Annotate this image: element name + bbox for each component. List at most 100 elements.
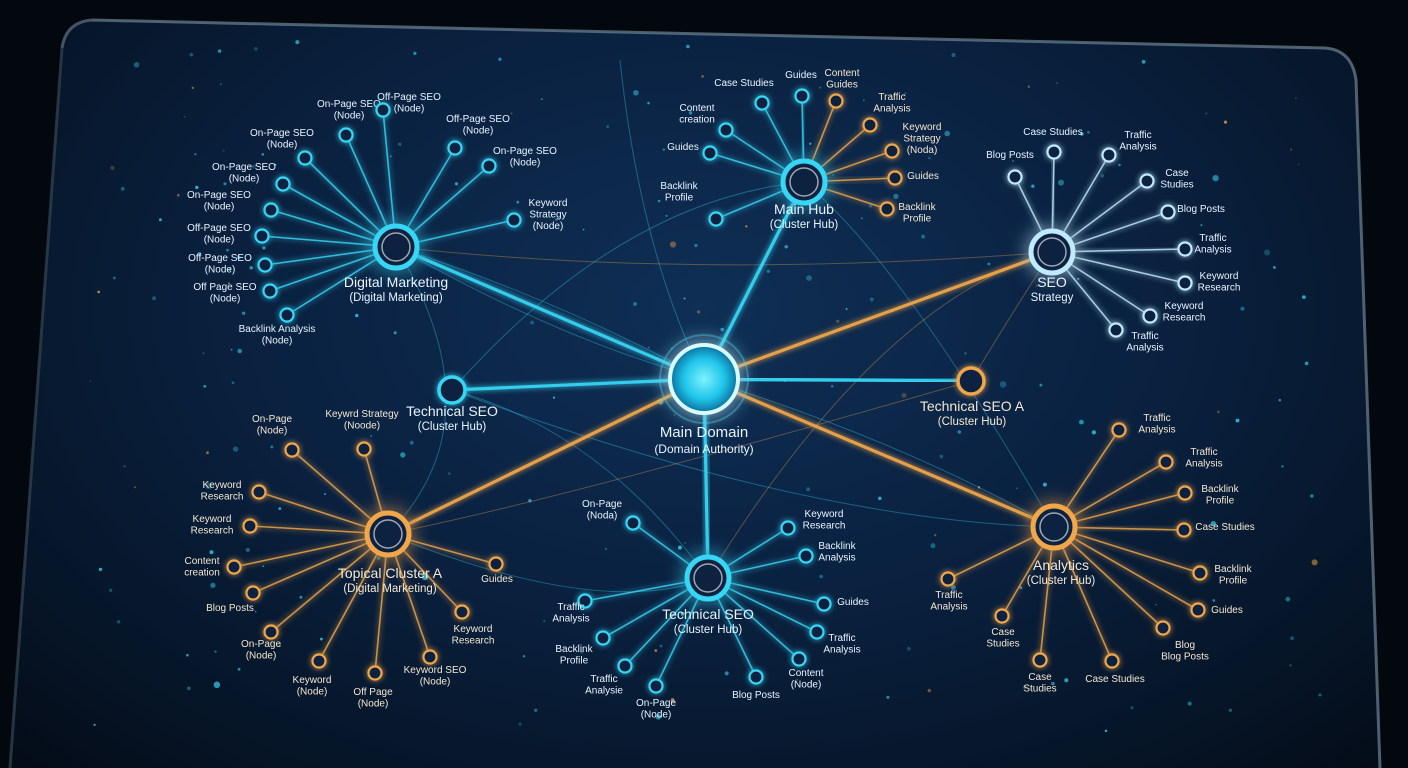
leaf-node[interactable] [367,665,383,681]
leaf-node[interactable] [447,140,463,156]
node-dm[interactable]: Digital Marketing(Digital Marketing) [344,223,448,304]
leaf-node[interactable] [780,520,796,536]
node-tca8[interactable]: Keyword(Node) [293,653,332,698]
leaf-node[interactable] [1190,602,1206,618]
node-dm3[interactable]: Off-Page SEO(Node) [375,92,442,118]
leaf-node[interactable] [809,624,825,640]
node-tsb1[interactable]: On-Page(Noda) [582,499,641,531]
node-dm8[interactable]: On-Page SEO(Node) [187,190,279,218]
leaf-node[interactable] [454,604,470,620]
node-dm1[interactable]: On-Page SEO(Node) [250,128,314,166]
leaf-node[interactable] [481,158,497,174]
leaf-node[interactable] [1032,652,1048,668]
leaf-node[interactable] [1160,204,1176,220]
node-mh2[interactable]: Guides [785,70,817,104]
leaf-node[interactable] [1155,620,1171,636]
leaf-node[interactable] [617,658,633,674]
leaf-node[interactable] [422,649,438,665]
node-dm2[interactable]: On-Page SEO(Node) [317,99,381,143]
leaf-node[interactable] [595,630,611,646]
node-dm10[interactable]: Off-Page SEO(Node) [188,253,273,276]
leaf-node[interactable] [356,441,372,457]
leaf-node[interactable] [798,548,814,564]
leaf-node[interactable] [284,442,300,458]
leaf-node[interactable] [488,556,504,572]
node-tsb4[interactable]: Guides [816,596,869,612]
leaf-node[interactable] [279,307,295,323]
leaf-node[interactable] [879,201,895,217]
leaf-node[interactable] [791,651,807,667]
leaf-node[interactable] [1177,241,1193,257]
node-seo3[interactable]: Blog Posts [986,150,1034,185]
node-tca1[interactable]: On-Page(Node) [252,414,300,458]
node-tsb6[interactable]: Content(Node) [788,651,824,691]
leaf-node[interactable] [884,143,900,159]
leaf-node[interactable] [1177,485,1193,501]
node-tsb8[interactable]: On-Page(Node) [636,678,676,721]
node-dm5[interactable]: On-Page SEO(Node) [481,146,558,174]
leaf-node[interactable] [1046,144,1062,160]
leaf-node[interactable] [648,678,664,694]
leaf-node[interactable] [887,170,903,186]
leaf-node[interactable] [754,95,770,111]
leaf-node[interactable] [1108,322,1124,338]
leaf-node[interactable] [257,257,273,273]
leaf-node[interactable] [226,559,242,575]
node-an6[interactable]: Guides [1190,602,1243,618]
leaf-node[interactable] [506,212,522,228]
leaf-node[interactable] [940,571,956,587]
leaf-node[interactable] [1101,147,1117,163]
node-seo5[interactable]: Blog Posts [1160,204,1225,220]
leaf-node[interactable] [1139,173,1155,189]
node-dm9[interactable]: Off-Page SEO(Node) [187,223,270,246]
leaf-node[interactable] [297,150,313,166]
leaf-node[interactable] [1177,275,1193,291]
node-tsb7[interactable]: Blog Posts [732,669,780,702]
hub-ring[interactable] [437,375,467,405]
node-dm11[interactable]: Off Page SEO(Node) [193,282,278,305]
leaf-node[interactable] [748,669,764,685]
node-tca9[interactable]: Off Page(Node) [353,665,393,710]
node-an4[interactable]: Case Studies [1176,522,1255,538]
leaf-node[interactable] [828,93,844,109]
node-ts_left[interactable]: Technical SEO(Cluster Hub) [406,375,498,433]
leaf-node[interactable] [1192,565,1208,581]
leaf-node[interactable] [702,145,718,161]
leaf-node[interactable] [625,515,641,531]
node-tca6[interactable]: Blog Posts [206,585,261,615]
leaf-node[interactable] [1158,454,1174,470]
leaf-node[interactable] [862,117,878,133]
leaf-node[interactable] [1176,522,1192,538]
leaf-node[interactable] [1007,169,1023,185]
leaf-node[interactable] [251,484,267,500]
leaf-node[interactable] [794,88,810,104]
node-mh9[interactable]: Guides [667,142,718,161]
node-ts_a[interactable]: Technical SEO A(Cluster Hub) [920,366,1025,428]
node-dm7[interactable]: On-Page SEO(Node) [212,162,291,192]
leaf-node[interactable] [311,653,327,669]
